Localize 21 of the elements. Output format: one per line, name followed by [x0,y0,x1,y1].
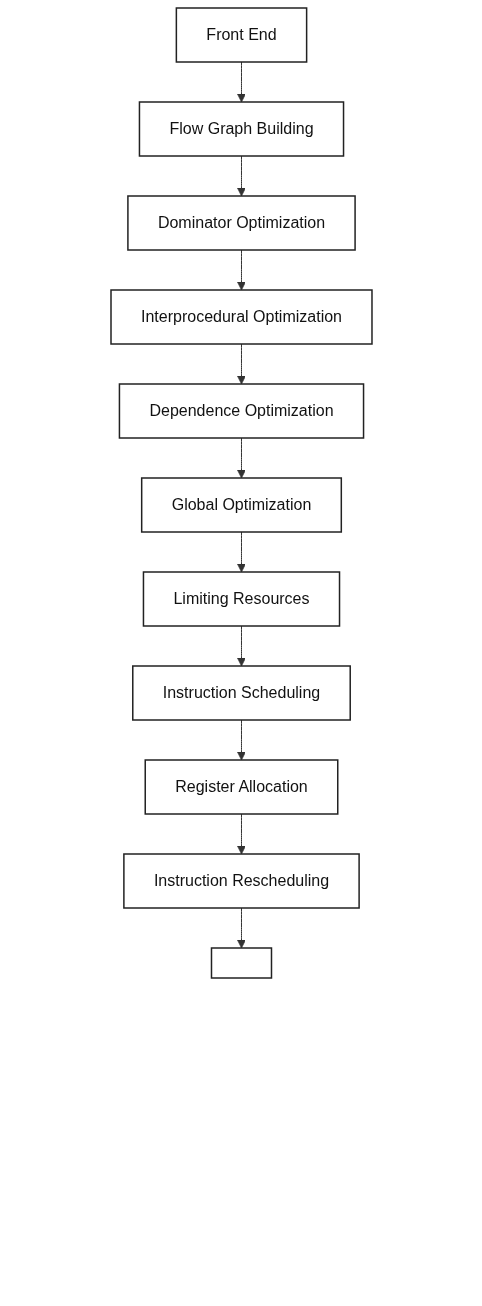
node-box: Instruction Rescheduling [122,853,360,909]
node-box: Interprocedural Optimization [109,289,373,345]
arrow [236,155,246,197]
node-box: Instruction Scheduling [131,665,351,721]
arrow [236,813,246,855]
arrow [236,249,246,291]
node-box: Dominator Optimization [126,195,356,251]
arrow [236,61,246,103]
arrow [236,625,246,667]
node-box: Front End [175,7,307,63]
node-box: Dependence Optimization [118,383,364,439]
node-box: Limiting Resources [142,571,340,627]
arrow [236,531,246,573]
node-box [210,947,272,979]
arrow [236,719,246,761]
arrow [236,343,246,385]
arrow [236,907,246,949]
arrow [236,437,246,479]
node-box: Register Allocation [144,759,338,815]
node-box: Global Optimization [140,477,342,533]
node-box: Flow Graph Building [138,101,344,157]
